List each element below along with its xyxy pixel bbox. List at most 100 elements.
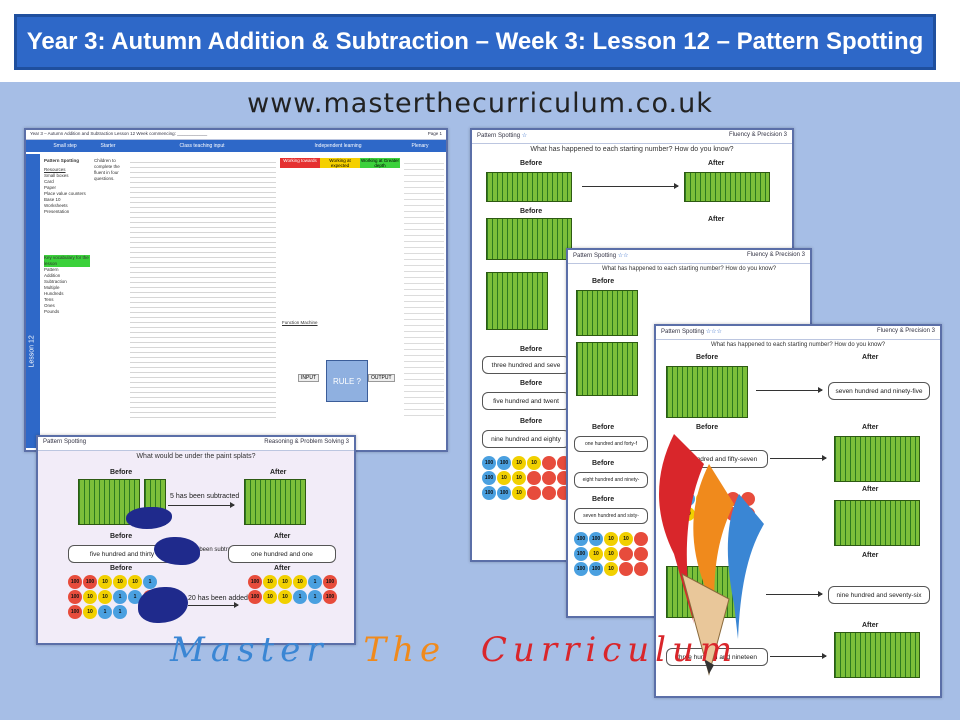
paint-splat-icon [126,507,172,529]
reasoning-number: 3 [345,439,349,445]
plan-resource: Small boxes [44,173,69,178]
brand-logo-icon [659,434,764,676]
plan-side-band: Lesson 12 [26,154,40,448]
plan-vocab: Subtraction [44,279,67,284]
plan-resource: Worksheets [44,203,68,208]
plan-vocab-label: Key vocabulary for the lesson [44,255,90,267]
plan-starter: Children to complete the fluent in four … [94,158,120,181]
base10-hundreds [78,479,140,525]
header: Year 3: Autumn Addition & Subtraction – … [0,0,960,82]
fluency1-before: Before [520,160,543,167]
base10-blocks [834,500,920,546]
reasoning-tag: Pattern Spotting [43,439,87,445]
title-bar: Year 3: Autumn Addition & Subtraction – … [14,14,936,70]
fluency1-question: What has happened to each starting numbe… [530,146,734,153]
lesson-plan-sheet: Year 3 – Autumn Addition and Subtraction… [24,128,448,452]
reasoning-before-3: Before [110,565,133,572]
fluency1-before-4: Before [520,380,543,387]
plan-vocab: Multiple [44,285,60,290]
reasoning-note-2: 20 has been added [188,595,248,602]
plan-resources-label: Resources [44,167,66,172]
function-output: OUTPUT [368,374,395,382]
fluency3-category: Fluency & Precision [876,328,930,334]
reasoning-sheet: Pattern Spotting Reasoning & Problem Sol… [36,435,356,645]
base10-blocks [486,272,548,330]
plan-vocab: Pattern [44,267,59,272]
plan-resource: Base 10 [44,197,61,202]
reasoning-after-3: After [274,565,291,572]
plan-vocab: Addition [44,273,61,278]
col-plenary: Plenary [411,143,429,149]
reasoning-before-2: Before [110,533,133,540]
base10-blocks [576,342,638,396]
brand-word-the: The [363,630,447,670]
level-towards: Working towards [280,158,320,168]
fluency1-box-1: three hundred and seve [482,356,570,374]
fluency3-after-2: After [862,424,879,431]
fluency2-number: 3 [801,252,805,258]
plan-resource: Card [44,179,54,184]
base10-hundreds-after [244,479,306,525]
fluency3-after: After [862,354,879,361]
function-input: INPUT [298,374,319,382]
col-teaching: Class teaching input [179,143,225,149]
col-independent: Independent learning [314,143,362,149]
level-greater: Working at Greater depth [360,158,400,168]
reasoning-box-right: one hundred and one [228,545,336,563]
plan-levels: Working towards Working at expected Work… [280,158,400,168]
fluency3-after-5: After [862,622,879,629]
fluency2-question: What has happened to each starting numbe… [601,266,777,272]
fluency1-number: 3 [783,132,787,138]
fluency3-tag: Pattern Spotting [661,329,705,335]
function-machine-box: RULE ? [326,360,368,402]
reasoning-after-2: After [274,533,291,540]
plan-vocab: Tens [44,297,54,302]
reasoning-category: Reasoning & Problem Solving [264,439,344,445]
fluency3-after-3: After [862,486,879,493]
fluency1-category: Fluency & Precision [728,132,782,138]
fluency3-arrow [770,455,827,461]
fluency3-box-4: three hundred and nineteen [666,648,768,666]
fluency2-before: Before [592,278,615,285]
fluency1-tag: Pattern Spotting [477,133,521,139]
star-icon: ☆ [521,133,528,139]
plan-vocab: Hundreds [44,291,64,296]
plan-resource: Place value counters [44,191,86,196]
base10-blocks [666,366,748,418]
fluency1-arrow [582,183,679,189]
plan-plenary-text [404,158,444,418]
col-small-step: Small step [53,143,77,149]
fluency2-before-2: Before [592,424,615,431]
base10-blocks [834,632,920,678]
plan-small-step: Pattern Spotting [44,158,79,163]
fluency1-box-2: five hundred and twent [482,392,570,410]
base10-blocks [486,172,572,202]
fluency3-arrow [766,591,823,597]
plan-vocab: Pounds [44,309,60,314]
brand-word-curriculum: Curriculum [480,630,739,670]
base10-blocks [486,218,572,260]
paint-splat-icon [138,587,188,623]
base10-blocks [684,172,770,202]
reasoning-after-1: After [270,469,287,476]
fluency2-box-1: one hundred and forty-f [574,436,648,452]
reasoning-arrow [188,602,239,608]
fluency1-after-2: After [708,216,725,223]
plan-column-headers: Small step Starter Class teaching input … [26,140,446,152]
plan-resource: Paper [44,185,57,190]
paint-splat-icon [154,537,200,565]
base10-blocks [834,436,920,482]
fluency2-before-4: Before [592,496,615,503]
reasoning-note-1: 5 has been subtracted [170,493,240,500]
base10-blocks [576,290,638,336]
level-expected: Working at expected [320,158,360,168]
brand-wordmark: Master The Curriculum [170,630,738,670]
plan-small-step-col: Pattern Spotting Resources Small boxes C… [44,158,90,315]
plan-vocab: Ones [44,303,55,308]
fluency2-box-3: seven hundred and sixty- [574,508,648,524]
fluency1-box-3: nine hundred and eighty [482,430,570,448]
col-starter: Starter [100,143,116,149]
website-url[interactable]: www.masterthecurriculum.co.uk [247,88,713,119]
